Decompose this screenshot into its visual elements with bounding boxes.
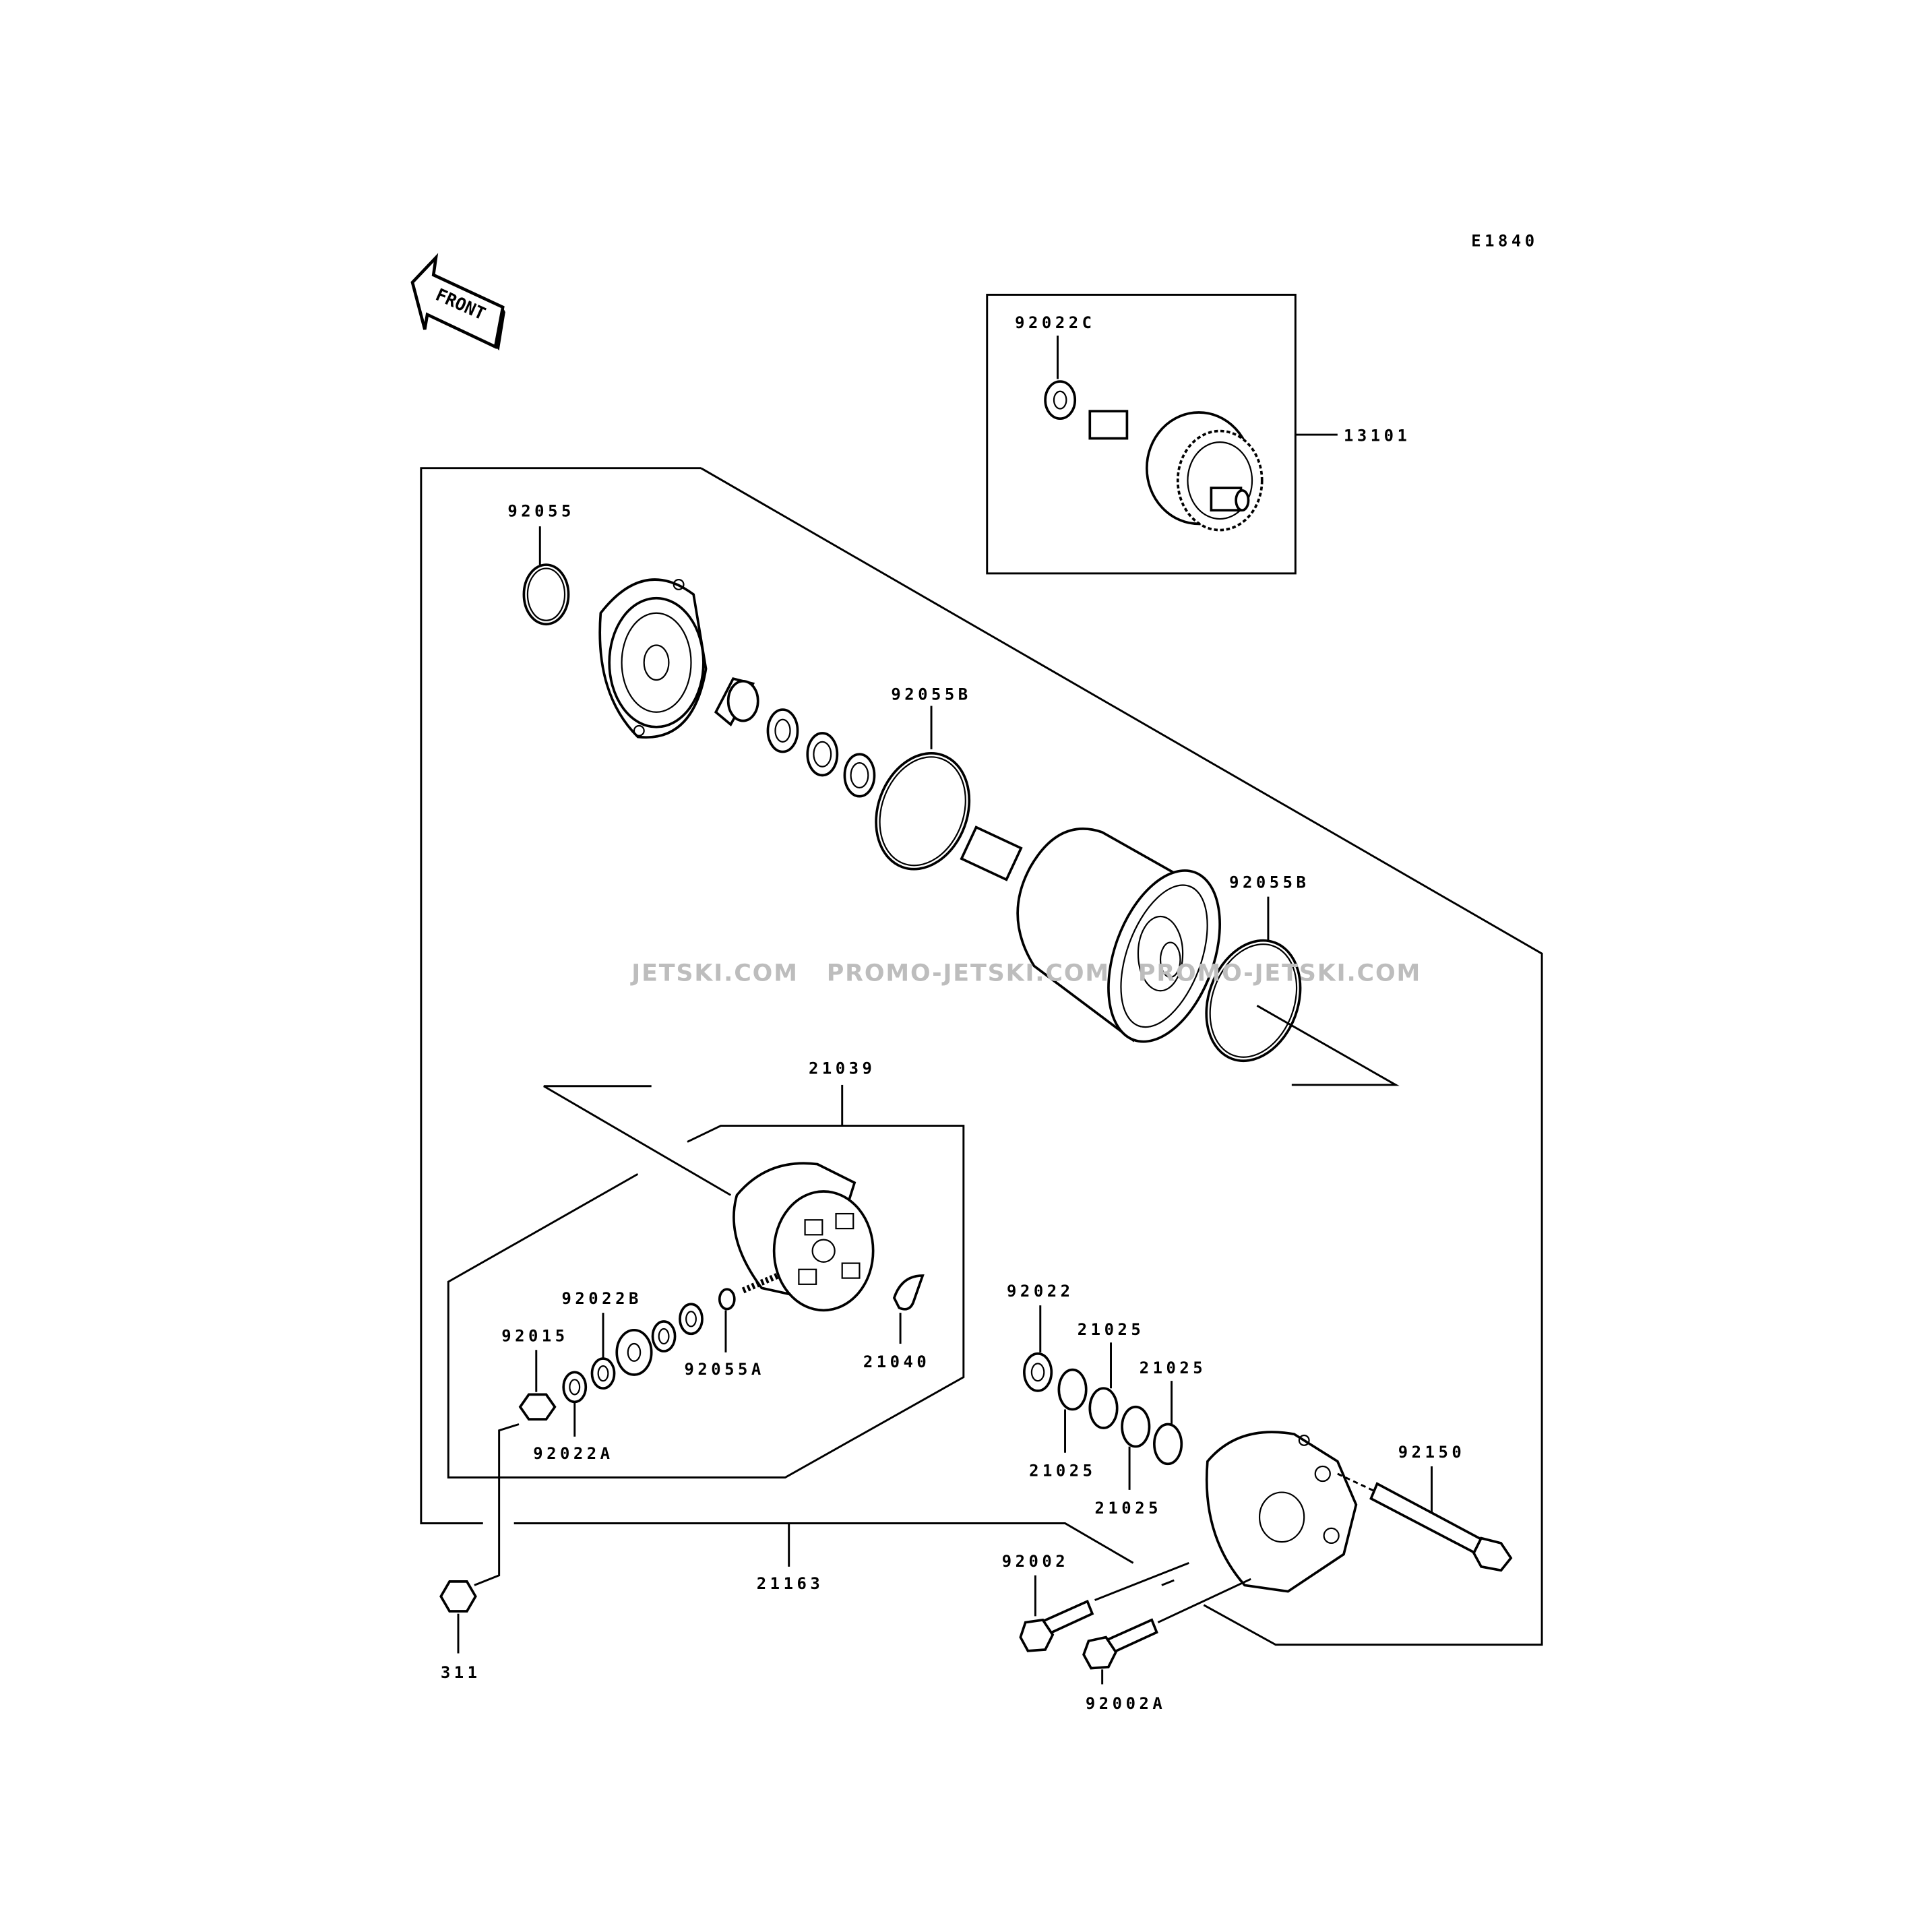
part-washer-92022C: [1044, 380, 1077, 420]
label-92055: 92055: [507, 501, 574, 520]
assembly-box-13101: [986, 293, 1297, 575]
label-92055B: 92055B: [891, 685, 971, 704]
label-21163: 21163: [757, 1574, 823, 1593]
label-21025: 21025: [1140, 1359, 1206, 1377]
watermark: JETSKI.COM PROMO-JETSKI.COM PROMO-JETSKI…: [630, 960, 1421, 987]
part-21040: [892, 1274, 925, 1311]
assembly-outline-21163: [420, 467, 702, 1524]
label-92022A: 92022A: [533, 1444, 613, 1463]
label-92002: 92002: [1002, 1552, 1069, 1571]
part-bolt-92150: [1369, 1482, 1513, 1572]
part-rear-cover: [1205, 1431, 1358, 1593]
label-92022: 92022: [1007, 1282, 1073, 1301]
label-92022C: 92022C: [1015, 313, 1095, 332]
label-21025: 21025: [1095, 1499, 1162, 1518]
label-92015: 92015: [501, 1326, 568, 1345]
part-washer-92022A: [562, 1371, 588, 1404]
part-nut-92015: [518, 1393, 557, 1421]
part-washer: [843, 753, 876, 798]
part-bolt-92002: [1019, 1599, 1094, 1652]
part-nut-311: [439, 1580, 477, 1613]
part-yoke-armature: [960, 825, 1221, 1043]
part-washer-21025: [1088, 1387, 1119, 1429]
label-13101: 13101: [1344, 426, 1410, 445]
label-92002A: 92002A: [1086, 1694, 1166, 1713]
label-21040: 21040: [863, 1352, 930, 1371]
part-washer-21025: [1057, 1368, 1088, 1411]
part-washer-92022B: [590, 1357, 616, 1390]
label-21025: 21025: [1029, 1462, 1096, 1481]
label-311: 311: [441, 1663, 481, 1682]
part-washer-92022: [1023, 1352, 1053, 1392]
label-92055A: 92055A: [684, 1360, 764, 1379]
label-92055B: 92055B: [1229, 873, 1309, 892]
part-washer-21025: [1153, 1423, 1183, 1466]
part-o-ring-92055B: [1205, 939, 1302, 1063]
diagram-code: E1840: [1471, 232, 1538, 251]
label-21039: 21039: [809, 1059, 875, 1078]
part-washer: [806, 732, 839, 777]
part-front-cover: [598, 578, 708, 739]
part-o-ring-92055: [522, 563, 570, 626]
label-21025: 21025: [1078, 1320, 1144, 1339]
label-92022B: 92022B: [562, 1289, 642, 1308]
part-brush-holder-21039: [733, 1162, 875, 1312]
front-arrow-icon: FRONT: [410, 253, 505, 351]
part-washer-21025: [1121, 1405, 1151, 1448]
part-o-ring-92055A: [718, 1288, 736, 1311]
part-o-ring-92055B: [875, 752, 971, 871]
part-starter-clutch-13101: [1088, 410, 1264, 532]
part-bolt-92002A: [1082, 1618, 1158, 1670]
part-washer: [766, 708, 799, 753]
label-92150: 92150: [1398, 1443, 1465, 1462]
assembly-outline-21039: [447, 1125, 965, 1478]
